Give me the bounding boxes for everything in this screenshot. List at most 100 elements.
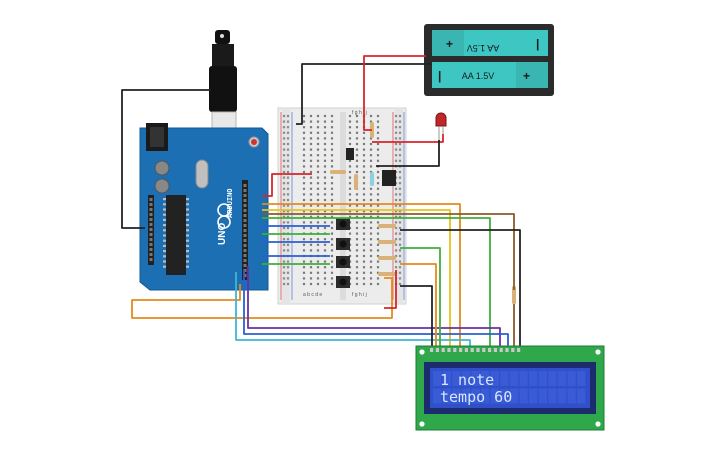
breadboard-hole <box>362 198 366 202</box>
breadboard-hole <box>323 126 327 129</box>
rail-hole <box>398 176 402 179</box>
breadboard-hole <box>302 193 306 196</box>
mcu-pin <box>163 208 166 211</box>
breadboard-hole <box>355 193 359 196</box>
breadboard-hole <box>376 271 380 274</box>
rail-hole <box>398 254 402 258</box>
rail-hole <box>286 249 290 252</box>
breadboard-components <box>330 122 516 304</box>
rail-hole <box>282 182 286 185</box>
rail-hole <box>286 266 290 269</box>
breadboard-hole <box>323 221 327 224</box>
breadboard-hole <box>309 137 313 140</box>
header-pin <box>243 234 247 237</box>
breadboard-hole <box>376 170 380 174</box>
breadboard-hole <box>330 165 334 168</box>
breadboard-hole <box>376 254 380 258</box>
rail-hole <box>286 114 290 118</box>
header-pin <box>149 218 153 221</box>
breadboard-hole <box>348 271 352 274</box>
breadboard-hole <box>362 148 366 151</box>
push-button-cap <box>339 240 347 248</box>
rail-hole <box>282 187 286 190</box>
breadboard-hole <box>302 260 306 263</box>
breadboard-hole <box>302 204 306 207</box>
breadboard-hole <box>362 226 366 230</box>
battery-holder: + | AA 1.5V | + AA 1.5V <box>424 24 554 96</box>
header-pin <box>243 214 247 217</box>
rail-hole <box>286 193 290 196</box>
breadboard-hole <box>355 232 359 235</box>
rail-hole <box>282 221 286 224</box>
rail-hole <box>286 238 290 241</box>
breadboard-hole <box>376 176 380 179</box>
breadboard-hole <box>348 170 352 174</box>
breadboard-hole <box>348 215 352 218</box>
wire-yellow <box>262 209 451 348</box>
rail-hole <box>394 260 398 263</box>
breadboard-hole <box>376 282 380 286</box>
breadboard-hole <box>362 159 366 162</box>
rail-hole <box>394 148 398 151</box>
breadboard-hole <box>330 260 334 263</box>
breadboard-hole <box>376 154 380 157</box>
breadboard-hole <box>323 198 327 202</box>
breadboard-hole <box>369 210 373 213</box>
breadboard-hole <box>355 198 359 202</box>
rail-hole <box>286 154 290 157</box>
rail-hole <box>286 215 290 218</box>
breadboard-hole <box>369 148 373 151</box>
rail-hole <box>398 131 402 134</box>
breadboard-hole <box>330 114 334 118</box>
breadboard-hole <box>369 238 373 241</box>
lcd-cell <box>442 388 451 404</box>
breadboard-hole <box>330 148 334 151</box>
rail-hole <box>286 210 290 213</box>
rail-hole <box>394 193 398 196</box>
breadboard-hole <box>330 215 334 218</box>
rail-hole <box>398 126 402 129</box>
breadboard-hole <box>376 243 380 246</box>
breadboard-hole <box>348 232 352 235</box>
breadboard-hole <box>376 238 380 241</box>
breadboard-hole <box>362 154 366 157</box>
rail-hole <box>394 254 398 258</box>
header-pin <box>243 199 247 202</box>
breadboard-hole <box>355 277 359 280</box>
breadboard-hole <box>302 170 306 174</box>
header-pin <box>243 239 247 242</box>
mcu-pin <box>186 203 189 206</box>
breadboard-hole <box>309 182 313 185</box>
rail-hole <box>286 260 290 263</box>
lcd-pin <box>435 348 439 352</box>
rail-hole <box>282 238 286 241</box>
lcd-cell <box>481 371 490 386</box>
breadboard-hole <box>316 282 320 286</box>
mcu-pin <box>186 213 189 216</box>
breadboard-hole <box>348 182 352 185</box>
breadboard-hole <box>362 254 366 258</box>
rail-hole <box>394 215 398 218</box>
breadboard-hole <box>323 215 327 218</box>
resistor <box>354 174 358 190</box>
wire-orange <box>400 263 437 348</box>
wire-green <box>400 247 441 348</box>
rail-hole <box>286 226 290 230</box>
breadboard-hole <box>330 243 334 246</box>
breadboard-hole <box>348 131 352 134</box>
header-pin <box>243 184 247 187</box>
breadboard-hole <box>369 120 373 123</box>
lcd-cell <box>567 388 576 404</box>
breadboard-hole <box>362 137 366 140</box>
rail-hole <box>394 187 398 190</box>
breadboard-hole <box>362 260 366 263</box>
breadboard-hole <box>316 221 320 224</box>
header-pin <box>243 274 247 277</box>
breadboard-hole <box>369 165 373 168</box>
breadboard-hole <box>376 226 380 230</box>
rail-hole <box>398 282 402 286</box>
rail-hole <box>398 137 402 140</box>
lcd-cell <box>557 371 567 386</box>
rail-hole <box>282 176 286 179</box>
breadboard-hole <box>362 282 366 286</box>
